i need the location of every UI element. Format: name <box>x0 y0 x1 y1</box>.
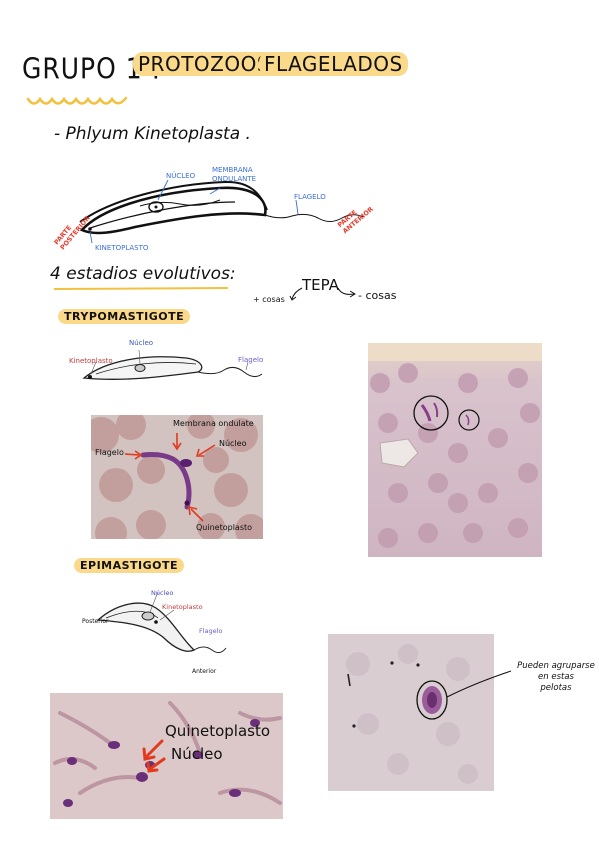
epi-diagram-flagelo: Flagelo <box>199 627 223 635</box>
title-wavy-underline <box>26 96 128 105</box>
estadios-heading: 4 estadios evolutivos: <box>50 264 236 284</box>
epimastigote-diagram <box>96 591 227 654</box>
tryp-photo-flagelo: Flagelo <box>95 448 124 457</box>
label-flagelo: FLAGELO <box>294 193 326 201</box>
epimastigote-heading: EPIMASTIGOTE <box>74 558 185 573</box>
label-membrana-1: MEMBRANA <box>212 166 253 174</box>
nucleus-shape <box>148 201 164 213</box>
kinetoplasta-diagram <box>79 179 365 244</box>
page-title-highlight-protozoos: PROTOZOOS <box>133 52 276 76</box>
label-nucleo: NÚCLEO <box>166 172 196 180</box>
epi-diagram-anterior: Anterior <box>192 668 217 675</box>
trypomastigote-heading: TRYPOMASTIGOTE <box>58 309 191 324</box>
epi-diagram-posterior: Posterior <box>82 618 109 625</box>
blood-smear-photo <box>368 343 542 557</box>
tryp-photo-nucleo: Núcleo <box>219 439 247 448</box>
phylum-heading: - Phlyum Kinetoplasta . <box>54 124 251 144</box>
kinetoplast-dot <box>88 227 92 231</box>
epi-diagram-nucleo: Núcleo <box>151 589 174 597</box>
label-kinetoplasto: KINETOPLASTO <box>95 244 149 252</box>
tepa-right-note: - cosas <box>358 289 397 302</box>
note-pointer-line <box>446 670 512 698</box>
tryp-diagram-nucleo: Núcleo <box>129 339 154 347</box>
tryp-diagram-flagelo: Flagelo <box>238 356 264 364</box>
rosette-photo <box>328 634 494 791</box>
parasite-body-outline <box>79 186 267 235</box>
trypomastigote-photo: Membrana ondulate Núcleo Flagelo Quineto… <box>91 415 263 539</box>
side-note: Pueden agruparse en estas pelotas <box>512 661 599 694</box>
trypomastigote-diagram <box>82 349 263 380</box>
epimastigote-photo: Quinetoplasto Núcleo <box>50 693 283 819</box>
epi-photo-nucleo: Núcleo <box>171 745 223 763</box>
tryp-diagram-kinetoplasto: Kinetoplasto <box>69 357 113 365</box>
side-note-line-3: pelotas <box>540 683 572 693</box>
epi-diagram-kinetoplasto: Kinetoplasto <box>162 603 203 611</box>
epi-photo-quinetoplasto: Quinetoplasto <box>165 722 271 740</box>
side-note-line-1: Pueden agruparse <box>517 661 595 671</box>
tryp-photo-quinetoplasto: Quinetoplasto <box>196 523 253 532</box>
flagellum-line <box>264 213 365 222</box>
tepa-word: TEPA <box>302 276 339 294</box>
tepa-arrows <box>289 287 356 301</box>
label-membrana-2: ONDULANTE <box>212 175 257 183</box>
side-note-line-2: en estas <box>538 672 574 682</box>
tryp-photo-membrana: Membrana ondulate <box>173 419 254 428</box>
estadios-underline <box>53 287 229 290</box>
tepa-left-note: + cosas <box>253 295 285 304</box>
page-title-highlight-flagelados: FLAGELADOS <box>259 52 408 76</box>
